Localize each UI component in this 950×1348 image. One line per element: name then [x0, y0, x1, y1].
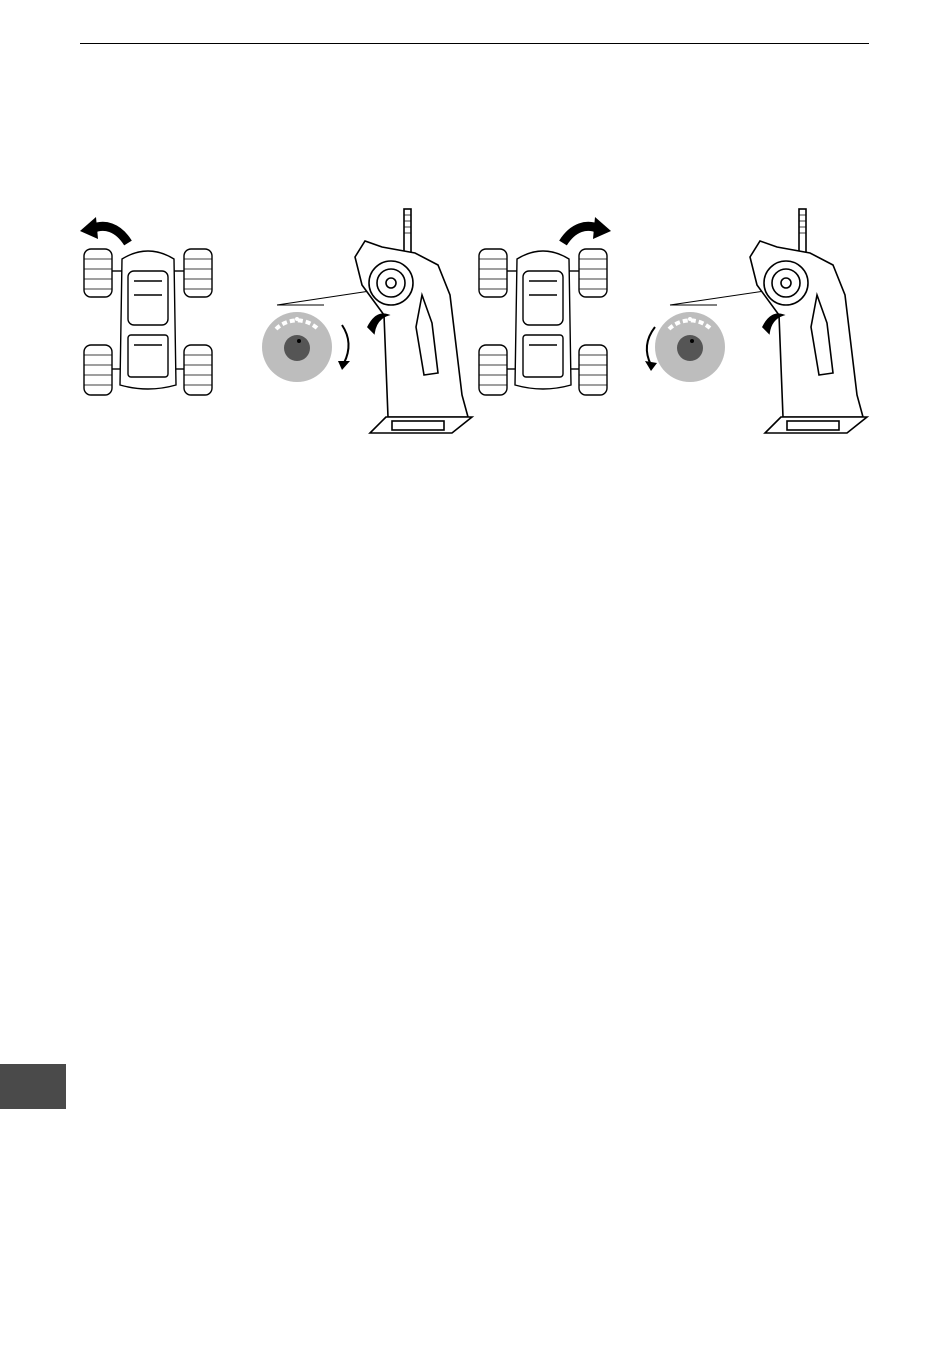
steering-trim-knob-detail — [655, 291, 765, 382]
turn-right-arrow-icon — [563, 217, 611, 243]
rotate-clockwise-arrow-icon — [338, 325, 350, 370]
rc-car-top-view — [479, 249, 607, 395]
steering-trim-left-figure — [70, 195, 480, 455]
rc-car-top-view — [84, 249, 212, 395]
header-rule — [80, 43, 869, 44]
steering-trim-knob-detail — [262, 291, 370, 382]
section-side-tab — [0, 1064, 66, 1109]
turn-left-arrow-icon — [80, 217, 128, 243]
steering-trim-right-figure — [465, 195, 875, 455]
steering-trim-left-illustration — [70, 195, 480, 455]
transmitter-illustration — [355, 209, 472, 433]
steering-trim-right-illustration — [465, 195, 875, 455]
transmitter-illustration — [750, 209, 867, 433]
